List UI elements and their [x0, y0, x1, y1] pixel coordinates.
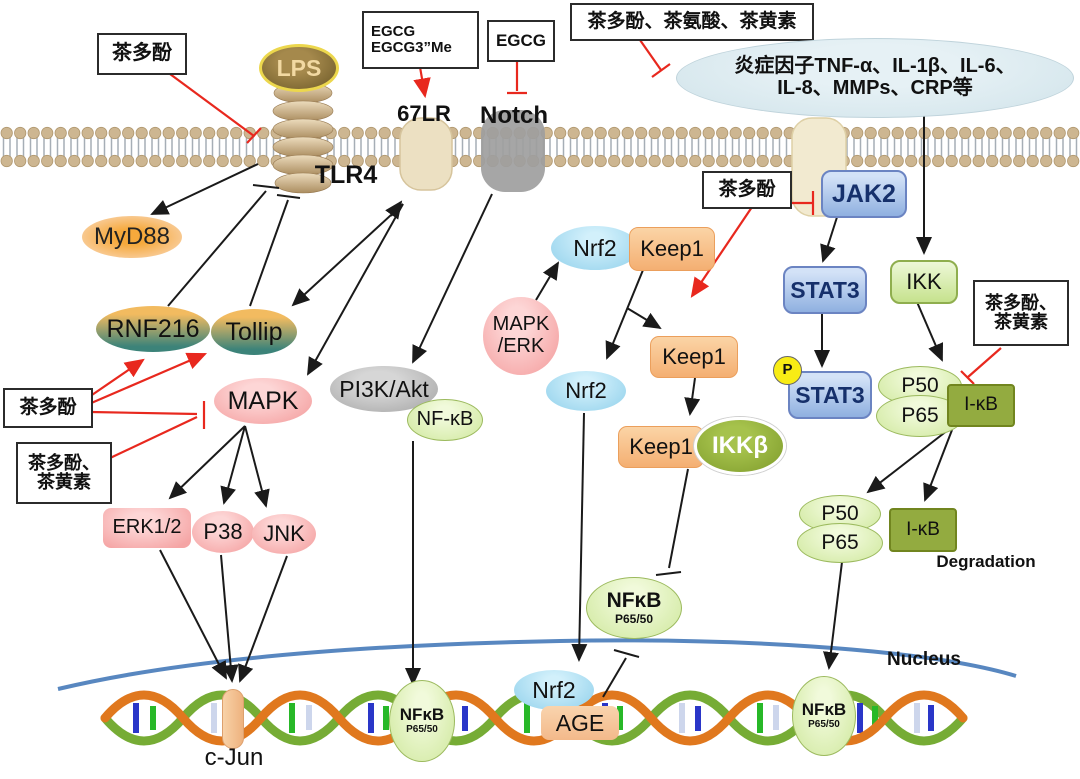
receptor-67lr	[399, 117, 453, 191]
cjun-node	[222, 689, 244, 749]
nrf2-keep1-nrf2: Nrf2	[551, 226, 639, 270]
nucleus-label: Nucleus	[887, 648, 961, 670]
keep1-free-node: Keep1	[650, 336, 738, 378]
tea-theaflavin-box-mapk: 茶多酚、 茶黄素	[16, 442, 112, 504]
inhibition-arrows-red	[88, 39, 1002, 460]
p38-node: P38	[192, 511, 254, 553]
nfkb-dna-right: NFκB P65/50	[792, 676, 856, 756]
rnf216-node: RNF216	[96, 306, 210, 352]
p65-lower: P65	[797, 523, 883, 563]
notch-label: Notch	[480, 102, 548, 130]
ikk-node: IKK	[890, 260, 958, 304]
egcg-egcg3me-box: EGCG EGCG3”Me	[362, 11, 479, 69]
nfkb-dna-left: NFκB P65/50	[389, 680, 455, 762]
tollip-node: Tollip	[211, 309, 297, 355]
signal-arrows	[150, 112, 953, 698]
egcg-box: EGCG	[487, 20, 555, 62]
tea-polyphenol-box-left: 茶多酚	[3, 388, 93, 428]
tea-polyphenol-box-jak2: 茶多酚	[702, 171, 792, 209]
inflammatory-factors: 炎症因子TNF-α、IL-1β、IL-6、 IL-8、MMPs、CRP等	[676, 38, 1074, 118]
phospho-p-badge: P	[773, 356, 802, 385]
ikb-upper: I-κB	[947, 384, 1015, 427]
67lr-label: 67LR	[397, 101, 451, 127]
mapk-erk-node: MAPK /ERK	[483, 297, 559, 375]
nfkb-small-node: NF-κB	[407, 399, 483, 441]
nfkb-transit-node: NFκB P65/50	[586, 577, 682, 639]
tea-theaflavin-box-ikb: 茶多酚、 茶黄素	[973, 280, 1069, 346]
nucleus-membrane	[57, 638, 1017, 691]
ikkb-node: IKKβ	[694, 417, 786, 475]
p-stat3-node: STAT3	[788, 371, 872, 419]
nrf2-keep1-keep1: Keep1	[629, 227, 715, 271]
jnk-node: JNK	[252, 514, 316, 554]
keep1-ikkb-keep1: Keep1	[618, 426, 704, 468]
stat3-node: STAT3	[783, 266, 867, 314]
jak2-node: JAK2	[821, 170, 907, 218]
tea-trio-box: 茶多酚、茶氨酸、茶黄素	[570, 3, 814, 41]
cjun-label: c-Jun	[204, 744, 264, 772]
tea-polyphenol-box-tlr4: 茶多酚	[97, 33, 187, 75]
mapk-node: MAPK	[214, 378, 312, 424]
tlr4-label: TLR4	[314, 160, 378, 189]
nrf2-dna-node: Nrf2	[514, 670, 594, 710]
nrf2-free-node: Nrf2	[546, 371, 626, 411]
ikb-degraded: I-κB	[889, 508, 957, 552]
myd88-node: MyD88	[82, 216, 182, 258]
lps-ligand: LPS	[259, 44, 339, 92]
degradation-label: Degradation	[936, 551, 1036, 571]
receptor-notch	[481, 110, 545, 192]
erk12-node: ERK1/2	[103, 508, 191, 548]
age-node: AGE	[541, 706, 619, 740]
